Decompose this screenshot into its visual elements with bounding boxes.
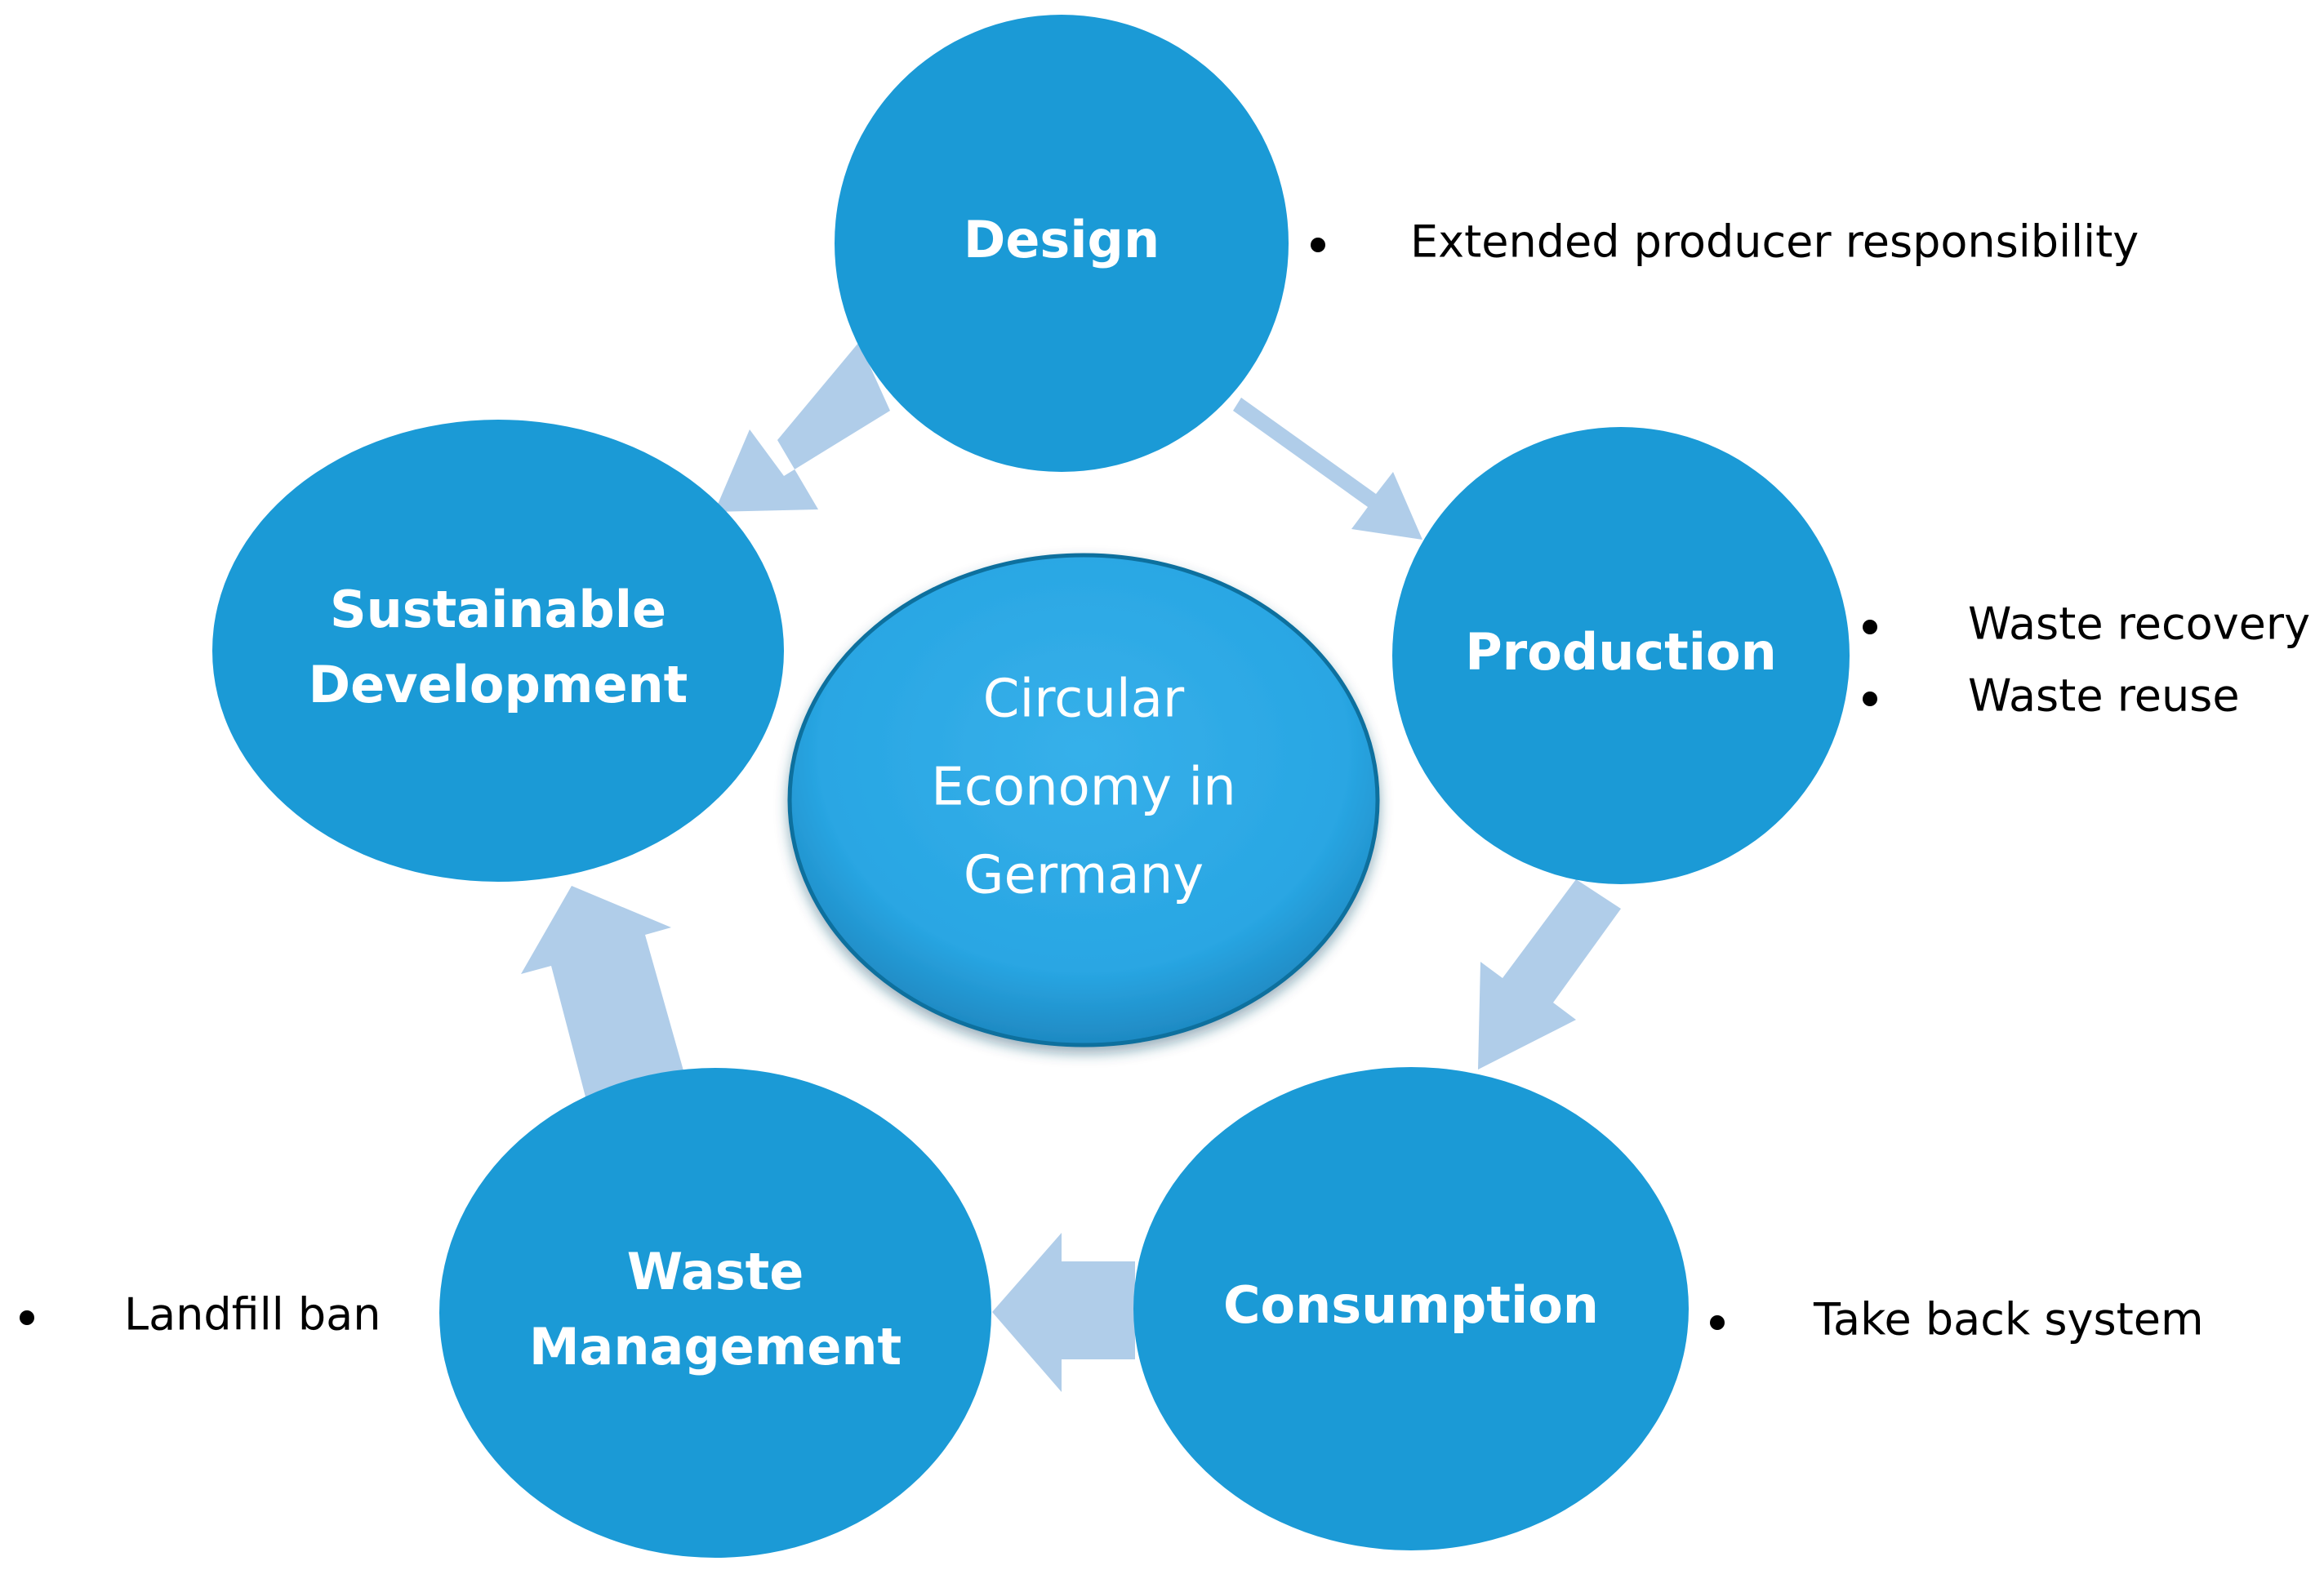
bullet-icon: [1863, 620, 1877, 634]
label-line: Consumption: [1223, 1275, 1599, 1335]
label-line: Production: [1465, 622, 1777, 682]
consumption-label: Consumption: [1223, 1275, 1599, 1335]
note-item: Waste recovery: [1968, 598, 2310, 650]
label-line: Circular: [983, 669, 1185, 730]
design-circle: [835, 15, 1289, 472]
production-label: Production: [1465, 622, 1777, 682]
note-item: Landfill ban: [124, 1289, 381, 1341]
production-circle: [1392, 427, 1850, 884]
bullet-icon: [1710, 1315, 1725, 1330]
label-line: Economy in: [931, 758, 1235, 818]
notes-consumption: Take back system: [1710, 1294, 2204, 1345]
notes-waste-management: Landfill ban: [20, 1289, 381, 1341]
center-ellipse: [787, 553, 1380, 1047]
design-label: Design: [964, 210, 1160, 269]
label-line: Sustainable: [330, 580, 666, 639]
notes-design: Extended producer responsibility: [1311, 216, 2139, 268]
arrow-production-to-consumption: [1478, 879, 1621, 1070]
label-line: Management: [529, 1317, 902, 1377]
note-item: Extended producer responsibility: [1410, 216, 2139, 268]
note-item: Take back system: [1813, 1294, 2204, 1345]
bullet-icon: [1863, 692, 1877, 706]
cycle-arrows: [521, 342, 1621, 1392]
arrow-design-to-production: [1233, 398, 1422, 540]
label-line: Development: [309, 655, 688, 714]
waste-management-circle: [439, 1068, 991, 1558]
label-line: Waste: [627, 1242, 804, 1301]
sustainable-development-circle: [212, 420, 784, 882]
arrow-design-to-sustainable-development: [715, 342, 890, 512]
consumption-circle: [1133, 1067, 1689, 1550]
note-item: Waste reuse: [1968, 670, 2240, 722]
bullet-icon: [1311, 238, 1325, 252]
label-line: Germany: [964, 846, 1204, 906]
node-production: Production: [1392, 427, 1850, 884]
node-consumption: Consumption: [1133, 1067, 1689, 1550]
bullet-icon: [20, 1310, 34, 1325]
arrow-consumption-to-waste-management: [992, 1233, 1135, 1392]
arrow-waste-management-to-sustainable-development: [521, 886, 686, 1106]
node-design: Design: [835, 15, 1289, 472]
label-line: Design: [964, 210, 1160, 269]
